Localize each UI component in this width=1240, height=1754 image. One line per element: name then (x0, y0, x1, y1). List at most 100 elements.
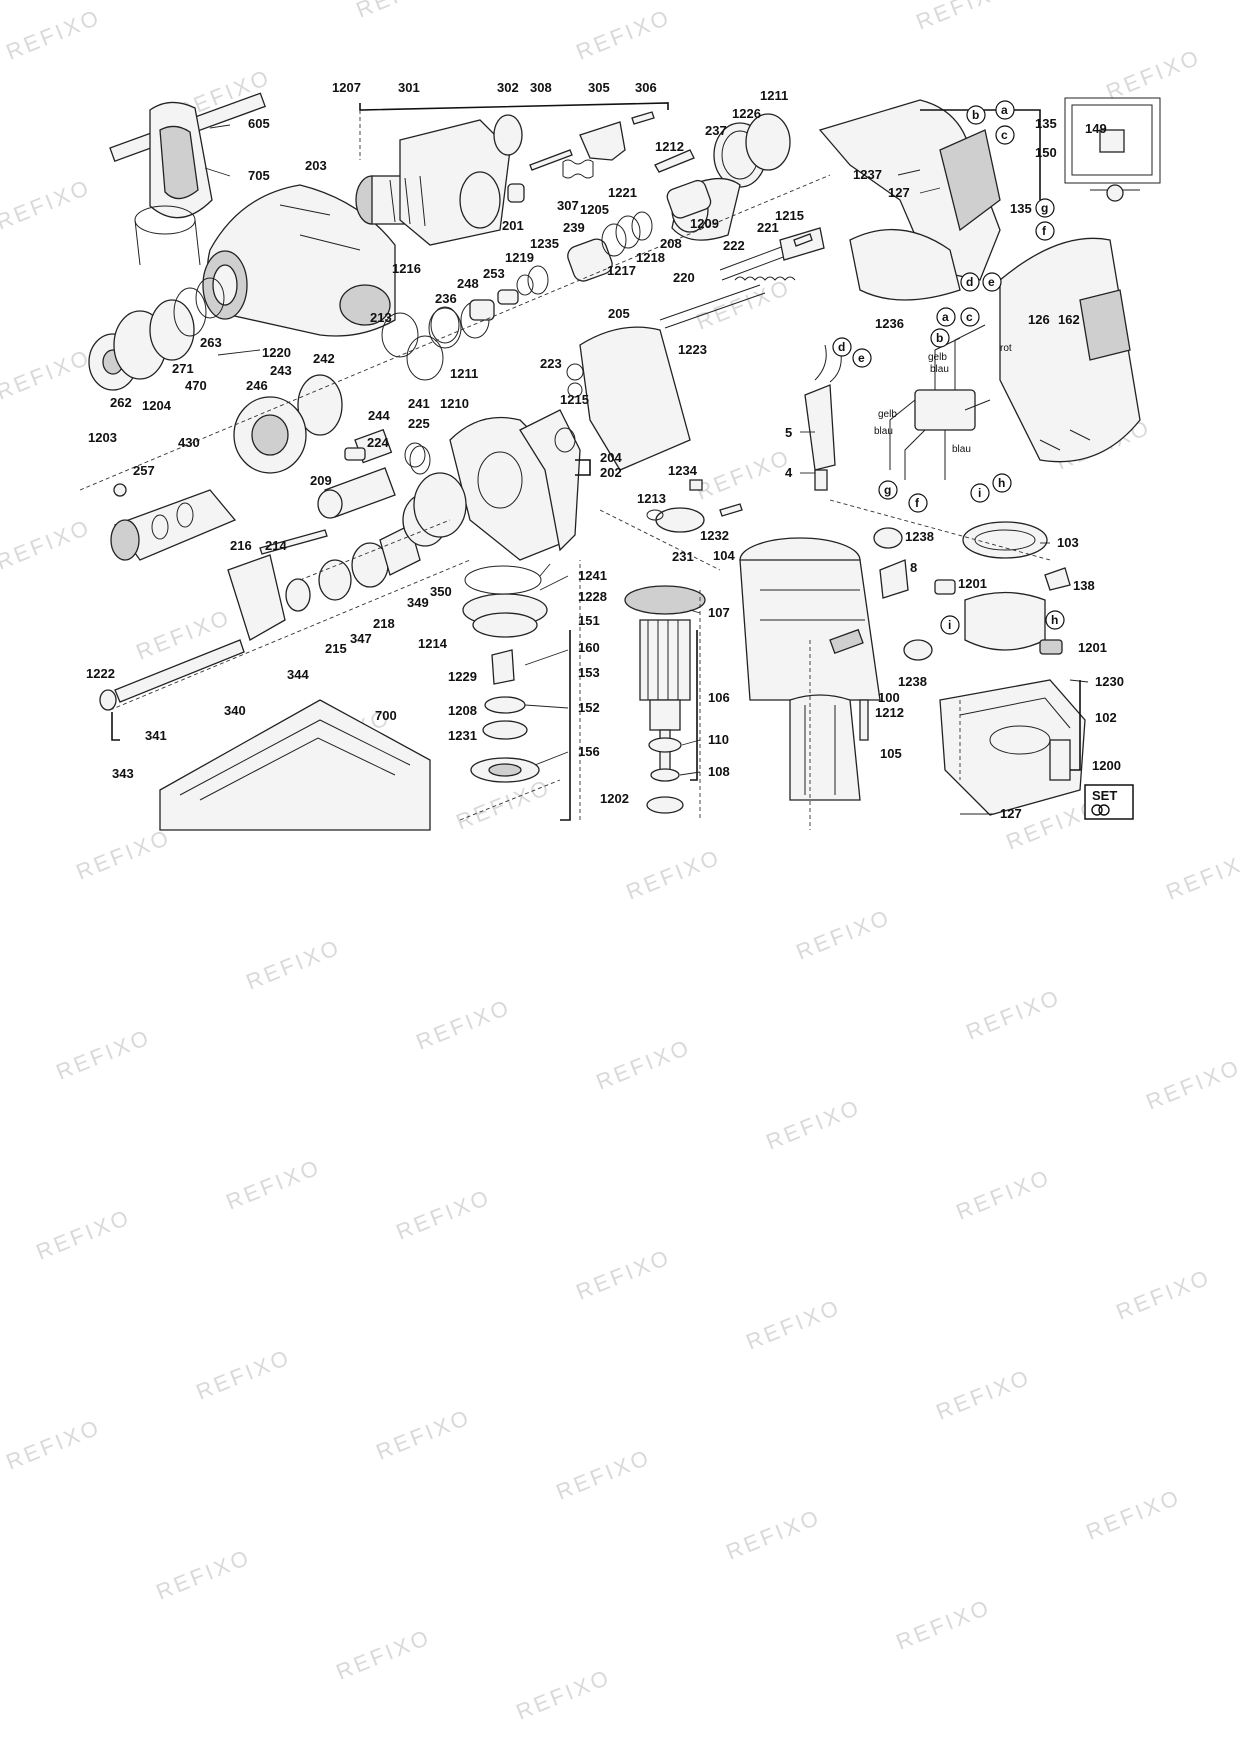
upper-rings (654, 113, 791, 241)
part-label: 1204 (142, 398, 172, 413)
watermark: REFIXO (553, 1444, 655, 1505)
watermark: REFIXO (373, 1404, 475, 1465)
part-label: 430 (178, 435, 200, 450)
wire-label: gelb (928, 352, 947, 363)
part-label: 1215 (775, 208, 804, 223)
connection-marker-d2: d (832, 337, 852, 357)
crank-housing (449, 409, 581, 561)
bearing-stack (462, 565, 548, 783)
part-label: 160 (578, 640, 600, 655)
svg-text:a: a (942, 310, 949, 324)
barrel-assembly (355, 119, 511, 246)
part-label: 1210 (440, 396, 469, 411)
part-label: 1223 (678, 342, 707, 357)
part-label: 262 (110, 395, 132, 410)
watermark: REFIXO (0, 174, 95, 235)
part-label: 236 (435, 291, 457, 306)
watermark: REFIXO (1143, 1054, 1240, 1115)
part-label: 307 (557, 198, 579, 213)
connection-marker-g2: g (878, 480, 898, 500)
part-label: 705 (248, 168, 270, 183)
washer-part (567, 382, 583, 398)
part-label: 127 (888, 185, 910, 200)
svg-text:c: c (1001, 128, 1008, 142)
ring-part (493, 114, 523, 156)
connection-marker-a2: a (936, 307, 956, 327)
part-label: 1205 (580, 202, 609, 217)
part-label: 242 (313, 351, 335, 366)
watermark: REFIXO (723, 1504, 825, 1565)
watermark: REFIXO (153, 1544, 255, 1605)
part-label: 308 (530, 80, 552, 95)
part-label: 1207 (332, 80, 361, 95)
part-label: 243 (270, 363, 292, 378)
connection-marker-i: i (970, 483, 990, 503)
part-label: 162 (1058, 312, 1080, 327)
wire-label: blau (952, 444, 971, 455)
bracket-part (579, 121, 626, 161)
part-label: 1201 (958, 576, 987, 591)
watermark: REFIXO (933, 1364, 1035, 1425)
set-badge-label: SET (1092, 788, 1117, 803)
part-label: 1234 (668, 463, 698, 478)
switch-wiring (889, 97, 1161, 480)
connection-marker-h2: h (1045, 610, 1065, 630)
svg-text:h: h (998, 476, 1005, 490)
part-label: 340 (224, 703, 246, 718)
part-label: 347 (350, 631, 372, 646)
watermark: REFIXO (793, 904, 895, 965)
svg-text:d: d (966, 275, 973, 289)
part-label: 1237 (853, 167, 882, 182)
watermark: REFIXO (53, 1024, 155, 1085)
part-label: 1219 (505, 250, 534, 265)
cover-part (579, 326, 691, 471)
small-cylinder (507, 183, 525, 203)
part-label: 213 (370, 310, 392, 325)
watermark: REFIXO (193, 1344, 295, 1405)
part-label: 470 (185, 378, 207, 393)
part-label: 205 (608, 306, 630, 321)
part-label: 151 (578, 613, 600, 628)
watermark: REFIXO (1163, 844, 1240, 905)
wire-labels: gelb blau rot gelb blau blau (874, 343, 1012, 455)
part-label: 222 (723, 238, 745, 253)
watermark: REFIXO (743, 1294, 845, 1355)
part-label: 1209 (690, 216, 719, 231)
part-label: 153 (578, 665, 600, 680)
svg-text:b: b (936, 331, 943, 345)
part-label: 215 (325, 641, 347, 656)
part-label: 108 (708, 764, 730, 779)
part-label: 344 (287, 667, 309, 682)
part-label: 1235 (530, 236, 559, 251)
part-label: 253 (483, 266, 505, 281)
part-label: 150 (1035, 145, 1057, 160)
part-label: 231 (672, 549, 694, 564)
part-label: 209 (310, 473, 332, 488)
connection-marker-b2: b (930, 328, 950, 348)
watermark: REFIXO (893, 1594, 995, 1655)
watermark: REFIXO (3, 1414, 105, 1475)
watermark: REFIXO (73, 824, 175, 885)
svg-text:a: a (1001, 103, 1008, 117)
watermark: REFIXO (33, 1204, 135, 1265)
svg-text:e: e (858, 351, 865, 365)
part-label: 1238 (905, 529, 934, 544)
leader-lines (204, 124, 1089, 815)
connection-marker-h: h (992, 473, 1012, 493)
watermark: REFIXO (3, 4, 105, 65)
part-label: 110 (708, 732, 729, 747)
watermark: REFIXO (1113, 1264, 1215, 1325)
connection-marker-g: g (1035, 198, 1055, 218)
watermark: REFIXO (573, 1244, 675, 1305)
assembly-lines (79, 102, 1081, 830)
connection-marker-e: e (982, 272, 1002, 292)
part-label: 248 (457, 276, 479, 291)
svg-text:i: i (978, 486, 981, 500)
connection-marker-d: d (960, 272, 980, 292)
gear-housing (202, 184, 396, 337)
connection-marker-b: b (966, 105, 986, 125)
part-label: 223 (540, 356, 562, 371)
part-label: 1212 (875, 705, 904, 720)
part-label: 302 (497, 80, 519, 95)
part-label: 216 (230, 538, 252, 553)
